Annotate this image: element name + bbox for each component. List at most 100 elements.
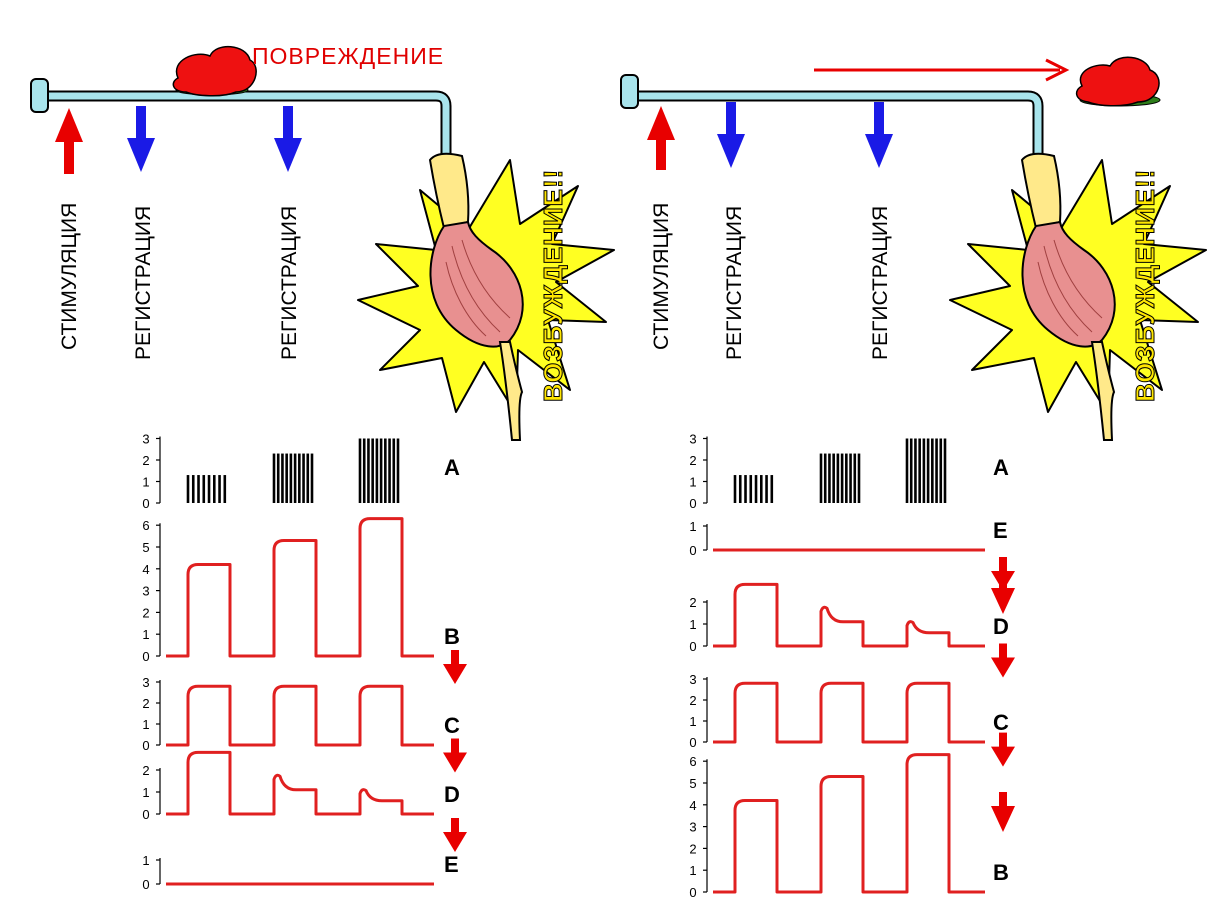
arrow-shaft — [999, 643, 1007, 660]
y-tick-label: 0 — [142, 877, 149, 892]
sequence-arrow-icon — [991, 643, 1015, 678]
damage-blob-icon — [1075, 56, 1161, 107]
y-tick-label: 1 — [142, 475, 149, 490]
y-tick-label: 0 — [689, 885, 696, 900]
stimulation-label: СТИМУЛЯЦИЯ — [650, 203, 673, 350]
damage-blob-icon — [172, 46, 257, 97]
y-tick-label: 1 — [689, 617, 696, 632]
y-tick-label: 2 — [142, 605, 149, 620]
registration-label: РЕГИСТРАЦИЯ — [869, 206, 892, 360]
y-tick-label: 0 — [142, 649, 149, 664]
shift-arrow-icon — [814, 58, 1070, 82]
trace-letter-b: B — [444, 624, 460, 649]
damage-label: ПОВРЕЖДЕНИЕ — [252, 43, 444, 69]
y-tick-label: 3 — [142, 675, 149, 690]
y-tick-label: 0 — [142, 807, 149, 822]
sequence-arrow-icon — [443, 738, 467, 773]
arrow-shaft — [999, 732, 1007, 749]
y-tick-label: 3 — [142, 432, 149, 447]
nerve-fiber — [40, 90, 452, 160]
arrow-head — [991, 657, 1015, 678]
y-tick-label: 0 — [142, 496, 149, 511]
y-tick-label: 1 — [142, 785, 149, 800]
y-tick-label: 3 — [689, 432, 696, 447]
y-tick-label: 1 — [142, 717, 149, 732]
trace-c: 0 1 2 3C — [689, 672, 1009, 750]
trace-letter-a: A — [993, 455, 1009, 480]
y-tick-label: 2 — [142, 763, 149, 778]
arrow-shaft — [451, 738, 459, 755]
stimulation-arrow-icon — [647, 106, 675, 170]
trace-line — [713, 681, 985, 744]
y-tick-label: 1 — [689, 714, 696, 729]
trace-e: 0 1 E — [142, 852, 458, 892]
y-tick-label: 3 — [689, 820, 696, 835]
muscle-icon — [428, 152, 524, 441]
nerve-end-cap — [620, 74, 639, 109]
y-tick-label: 2 — [142, 696, 149, 711]
arrow-shaft — [999, 557, 1007, 573]
y-tick-label: 5 — [689, 776, 696, 791]
trace-letter-b: B — [993, 860, 1009, 885]
arrow-shaft — [999, 792, 1007, 808]
y-tick-label: 0 — [689, 639, 696, 654]
trace-b: 0 1 2 3 4 5 6B — [689, 753, 1009, 900]
y-tick-label: 3 — [689, 672, 696, 687]
registration-arrow-icon — [274, 106, 302, 172]
registration-label: РЕГИСТРАЦИЯ — [278, 206, 301, 360]
trace-letter-c: C — [993, 710, 1009, 735]
y-tick-label: 2 — [689, 841, 696, 856]
trace-c: 0 1 2 3C — [142, 675, 460, 753]
trace-line — [166, 684, 434, 747]
sequence-arrow-icon — [991, 574, 1015, 614]
arrow-head — [443, 752, 467, 773]
y-tick-label: 0 — [142, 738, 149, 753]
registration-arrow-icon — [865, 102, 893, 168]
y-tick-label: 0 — [689, 735, 696, 750]
arrow-shaft — [451, 650, 459, 666]
trace-letter-d: D — [444, 782, 460, 807]
y-tick-label: 2 — [689, 693, 696, 708]
stimulation-arrow-icon — [55, 108, 83, 174]
trace-line — [166, 517, 434, 658]
stimulation-label: СТИМУЛЯЦИЯ — [58, 203, 81, 350]
trace-line — [713, 753, 985, 894]
y-tick-label: 3 — [142, 584, 149, 599]
trace-letter-a: A — [444, 455, 460, 480]
trace-line — [713, 582, 985, 648]
arrow-head — [443, 832, 467, 852]
y-tick-label: 1 — [142, 853, 149, 868]
registration-label: РЕГИСТРАЦИЯ — [723, 206, 746, 360]
muscle-icon — [1020, 152, 1116, 441]
y-tick-label: 1 — [689, 519, 696, 534]
trace-line — [166, 750, 434, 816]
y-tick-label: 1 — [689, 863, 696, 878]
y-tick-label: 6 — [689, 754, 696, 769]
y-tick-label: 4 — [689, 798, 696, 813]
arrow-head — [991, 746, 1015, 767]
y-tick-label: 4 — [142, 562, 149, 577]
trace-letter-e: E — [444, 852, 459, 877]
arrow-shaft — [451, 818, 459, 834]
y-tick-label: 2 — [689, 453, 696, 468]
trace-letter-c: C — [444, 713, 460, 738]
right-preparation: СТИМУЛЯЦИЯ РЕГИСТРАЦИЯ РЕГИСТРАЦИЯ ВОЗБУ… — [620, 56, 1207, 441]
sequence-arrow-icon — [991, 792, 1015, 832]
y-tick-label: 0 — [689, 496, 696, 511]
arrow-shaft — [999, 574, 1007, 590]
y-tick-label: 1 — [142, 627, 149, 642]
registration-label: РЕГИСТРАЦИЯ — [132, 206, 155, 360]
left-preparation: ПОВРЕЖДЕНИЕ СТИМУЛЯЦИЯ РЕГИСТРАЦИЯ РЕГИС… — [30, 43, 615, 441]
y-tick-label: 0 — [689, 543, 696, 558]
sequence-arrow-icon — [991, 732, 1015, 767]
arrow-head — [991, 806, 1015, 832]
excitation-label: ВОЗБУЖДЕНИЕ!! — [1130, 169, 1160, 402]
